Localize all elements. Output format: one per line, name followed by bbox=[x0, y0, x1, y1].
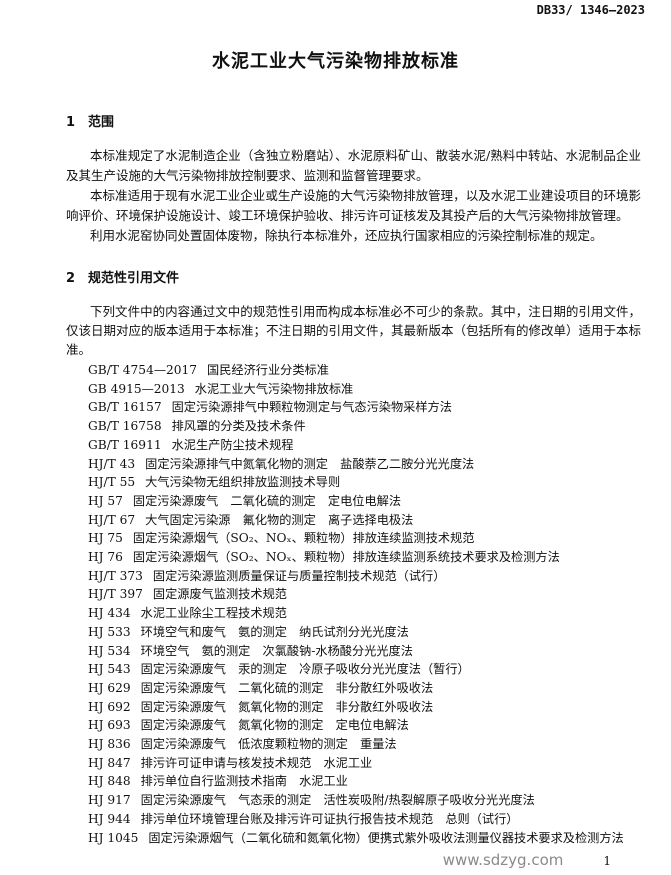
reference-title: 固定污染源废气 氮氧化物的测定 定电位电解法 bbox=[140, 718, 409, 733]
reference-item: GB/T 16911 水泥生产防尘技术规程 bbox=[88, 436, 645, 455]
reference-title: 水泥工业除尘工程技术规范 bbox=[140, 606, 287, 621]
page-footer: www.sdzyg.com 1 bbox=[66, 851, 641, 869]
reference-item: HJ 75 固定污染源烟气（SO₂、NOₓ、颗粒物）排放连续监测技术规范 bbox=[88, 529, 645, 548]
reference-item: GB 4915—2013 水泥工业大气污染物排放标准 bbox=[88, 380, 645, 399]
reference-item: HJ 1045 固定污染源烟气（二氧化硫和氮氧化物）便携式紫外吸收法测量仪器技术要… bbox=[88, 829, 645, 848]
reference-list: GB/T 4754—2017 国民经济行业分类标准 GB 4915—2013 水泥工业… bbox=[88, 361, 645, 847]
reference-title: 排污单位自行监测技术指南 水泥工业 bbox=[140, 774, 348, 789]
reference-code: HJ/T 397 bbox=[88, 587, 143, 602]
reference-title: 水泥生产防尘技术规程 bbox=[171, 437, 294, 452]
reference-title: 固定污染源监测质量保证与质量控制技术规范（试行） bbox=[152, 568, 446, 583]
reference-title: 固定污染源烟气（SO₂、NOₓ、颗粒物）排放连续监测技术规范 bbox=[132, 531, 475, 546]
reference-code: GB/T 16157 bbox=[88, 400, 162, 415]
reference-item: HJ 629 固定污染源废气 二氧化硫的测定 非分散红外吸收法 bbox=[88, 679, 645, 698]
reference-item: HJ/T 43 固定污染源排气中氮氧化物的测定 盐酸萘乙二胺分光光度法 bbox=[88, 455, 645, 474]
reference-item: GB/T 4754—2017 国民经济行业分类标准 bbox=[88, 361, 645, 380]
reference-code: HJ 848 bbox=[88, 774, 131, 789]
reference-code: HJ 1045 bbox=[88, 830, 139, 845]
document-code: DB33/ 1346—2023 bbox=[536, 3, 645, 17]
reference-item: HJ 692 固定污染源废气 氮氧化物的测定 非分散红外吸收法 bbox=[88, 698, 645, 717]
reference-code: HJ 944 bbox=[88, 811, 131, 826]
reference-title: 固定污染源废气 气态汞的测定 活性炭吸附/热裂解原子吸收分光光度法 bbox=[140, 793, 535, 808]
reference-item: HJ/T 67 大气固定污染源 氟化物的测定 离子选择电极法 bbox=[88, 511, 645, 530]
reference-item: HJ/T 373 固定污染源监测质量保证与质量控制技术规范（试行） bbox=[88, 567, 645, 586]
reference-code: GB/T 4754—2017 bbox=[88, 363, 198, 377]
reference-item: HJ 917 固定污染源废气 气态汞的测定 活性炭吸附/热裂解原子吸收分光光度法 bbox=[88, 791, 645, 810]
reference-item: HJ 693 固定污染源废气 氮氧化物的测定 定电位电解法 bbox=[88, 716, 645, 735]
reference-item: HJ 434 水泥工业除尘工程技术规范 bbox=[88, 604, 645, 623]
reference-title: 固定污染源废气 氮氧化物的测定 非分散红外吸收法 bbox=[140, 699, 434, 714]
reference-code: HJ 434 bbox=[88, 606, 131, 621]
reference-title: 排风罩的分类及技术条件 bbox=[171, 419, 306, 434]
reference-code: HJ 693 bbox=[88, 718, 131, 733]
reference-code: HJ 534 bbox=[88, 643, 131, 658]
reference-title: 环境空气 氨的测定 次氯酸钠-水杨酸分光光度法 bbox=[140, 643, 413, 658]
reference-item: HJ 76 固定污染源烟气（SO₂、NOₓ、颗粒物）排放连续监测系统技术要求及检测… bbox=[88, 548, 645, 567]
page-number: 1 bbox=[603, 854, 611, 869]
reference-title: 大气固定污染源 氟化物的测定 离子选择电极法 bbox=[145, 512, 414, 527]
section-title: 范围 bbox=[88, 115, 115, 130]
reference-title: 固定源废气监测技术规范 bbox=[152, 587, 287, 602]
reference-code: GB/T 16758 bbox=[88, 419, 162, 434]
reference-code: HJ 692 bbox=[88, 699, 131, 714]
reference-title: 固定污染源废气 二氧化硫的测定 定电位电解法 bbox=[132, 493, 402, 508]
reference-title: 环境空气和废气 氨的测定 纳氏试剂分光光度法 bbox=[140, 624, 409, 639]
section-number: 2 bbox=[66, 271, 76, 286]
reference-item: HJ 848 排污单位自行监测技术指南 水泥工业 bbox=[88, 772, 645, 791]
reference-item: HJ 57 固定污染源废气 二氧化硫的测定 定电位电解法 bbox=[88, 492, 645, 511]
reference-code: HJ 847 bbox=[88, 755, 131, 770]
paragraph: 本标准适用于现有水泥工业企业或生产设施的大气污染物排放管理，以及水泥工业建设项目… bbox=[66, 188, 641, 223]
paragraph: 本标准规定了水泥制造企业（含独立粉磨站）、水泥原料矿山、散装水泥/熟料中转站、水… bbox=[66, 148, 641, 183]
reference-code: HJ 836 bbox=[88, 737, 131, 752]
reference-code: HJ 57 bbox=[88, 493, 123, 508]
reference-item: HJ 533 环境空气和废气 氨的测定 纳氏试剂分光光度法 bbox=[88, 623, 645, 642]
reference-code: GB 4915—2013 bbox=[88, 381, 185, 396]
reference-code: HJ 917 bbox=[88, 793, 131, 808]
reference-title: 固定污染源烟气（二氧化硫和氮氧化物）便携式紫外吸收法测量仪器技术要求及检测方法 bbox=[148, 830, 624, 845]
reference-title: 固定污染源废气 汞的测定 冷原子吸收分光光度法（暂行） bbox=[140, 662, 470, 677]
reference-code: HJ 533 bbox=[88, 624, 131, 639]
reference-title: 排污单位环境管理台账及排污许可证执行报告技术规范 总则（试行） bbox=[140, 811, 519, 826]
reference-title: 固定污染源废气 二氧化硫的测定 非分散红外吸收法 bbox=[140, 680, 434, 695]
section-heading-scope: 1 范围 bbox=[66, 114, 645, 132]
section-heading-normative-references: 2 规范性引用文件 bbox=[66, 270, 645, 288]
reference-item: HJ 847 排污许可证申请与核发技术规范 水泥工业 bbox=[88, 754, 645, 773]
reference-item: HJ/T 397 固定源废气监测技术规范 bbox=[88, 585, 645, 604]
reference-item: HJ/T 55 大气污染物无组织排放监测技术导则 bbox=[88, 473, 645, 492]
reference-item: HJ 944 排污单位环境管理台账及排污许可证执行报告技术规范 总则（试行） bbox=[88, 810, 645, 829]
reference-item: HJ 534 环境空气 氨的测定 次氯酸钠-水杨酸分光光度法 bbox=[88, 642, 645, 661]
reference-title: 排污许可证申请与核发技术规范 水泥工业 bbox=[140, 755, 373, 770]
paragraph: 下列文件中的内容通过文中的规范性引用而构成本标准必不可少的条款。其中，注日期的引… bbox=[66, 304, 642, 357]
reference-code: HJ/T 373 bbox=[88, 568, 143, 583]
reference-code: HJ/T 43 bbox=[88, 456, 136, 471]
reference-code: HJ 543 bbox=[88, 662, 131, 677]
reference-item: GB/T 16758 排风罩的分类及技术条件 bbox=[88, 417, 645, 436]
reference-code: GB/T 16911 bbox=[88, 437, 162, 452]
watermark: www.sdzyg.com bbox=[442, 851, 564, 870]
section-title: 规范性引用文件 bbox=[88, 271, 180, 286]
reference-code: HJ 629 bbox=[88, 680, 131, 695]
reference-code: HJ 75 bbox=[88, 531, 123, 546]
reference-item: HJ 543 固定污染源废气 汞的测定 冷原子吸收分光光度法（暂行） bbox=[88, 660, 645, 679]
reference-item: HJ 836 固定污染源废气 低浓度颗粒物的测定 重量法 bbox=[88, 735, 645, 754]
reference-code: HJ/T 55 bbox=[88, 475, 136, 490]
reference-title: 大气污染物无组织排放监测技术导则 bbox=[145, 475, 341, 490]
reference-title: 固定污染源废气 低浓度颗粒物的测定 重量法 bbox=[140, 737, 397, 752]
reference-code: HJ/T 67 bbox=[88, 512, 136, 527]
paragraph: 利用水泥窑协同处置固体废物，除执行本标准外，还应执行国家相应的污染控制标准的规定… bbox=[90, 228, 603, 243]
reference-title: 水泥工业大气污染物排放标准 bbox=[194, 381, 354, 396]
reference-title: 国民经济行业分类标准 bbox=[207, 363, 329, 377]
reference-title: 固定污染源排气中氮氧化物的测定 盐酸萘乙二胺分光光度法 bbox=[145, 456, 475, 471]
reference-title: 固定污染源排气中颗粒物测定与气态污染物采样方法 bbox=[171, 400, 452, 415]
reference-title: 固定污染源烟气（SO₂、NOₓ、颗粒物）排放连续监测系统技术要求及检测方法 bbox=[132, 550, 560, 565]
reference-code: HJ 76 bbox=[88, 550, 123, 565]
page-title: 水泥工业大气污染物排放标准 bbox=[212, 51, 459, 72]
section-number: 1 bbox=[66, 115, 76, 130]
reference-item: GB/T 16157 固定污染源排气中颗粒物测定与气态污染物采样方法 bbox=[88, 398, 645, 417]
